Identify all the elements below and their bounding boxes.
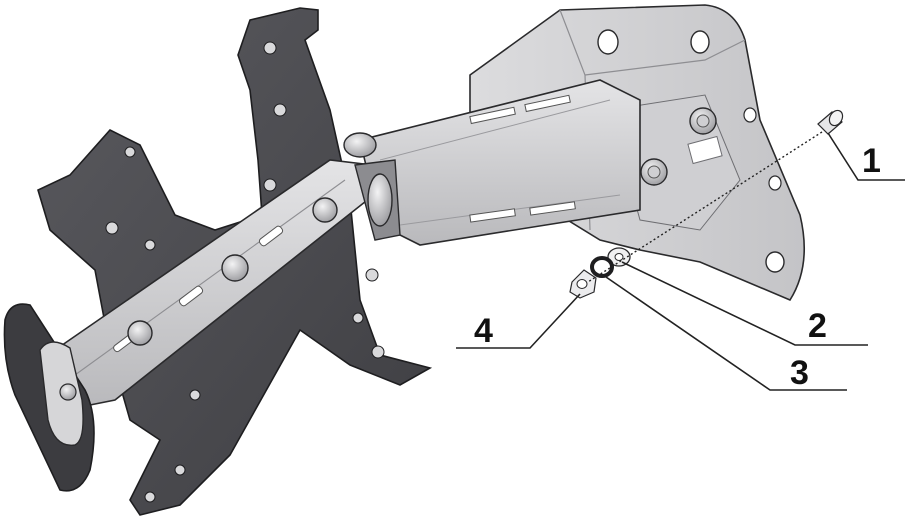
leader-line-3 [605, 276, 847, 391]
callout-label-2: 2 [808, 307, 827, 345]
callout-label-3: 3 [790, 354, 809, 392]
leader-line-2 [621, 261, 868, 346]
rubber-pad [3, 303, 95, 492]
part-3-ring [590, 256, 614, 278]
part-1-bolt [817, 109, 844, 135]
callout-label-4: 4 [474, 312, 493, 350]
assembly-axis-line [587, 131, 823, 283]
part-2-washer [607, 247, 631, 267]
bracket-bolts [640, 107, 717, 186]
leader-line-4 [456, 293, 581, 349]
part-4-nut [569, 269, 597, 299]
leader-line-1 [827, 132, 905, 181]
callout-label-1: 1 [862, 142, 881, 180]
